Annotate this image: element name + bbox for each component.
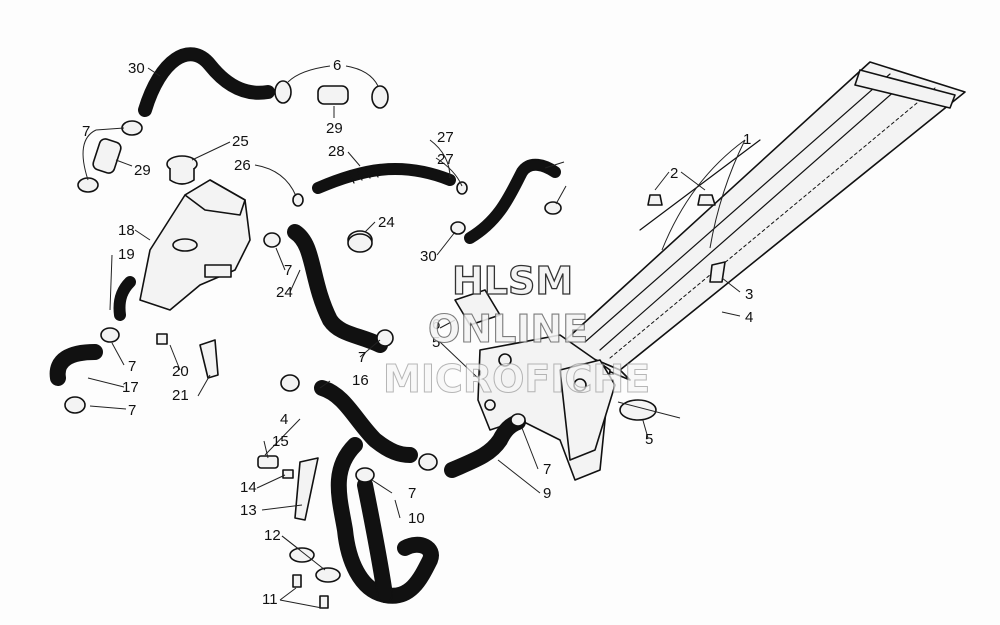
tunnel-heat-exchanger <box>559 61 966 381</box>
callout-5: 5 <box>645 431 653 448</box>
coolant-tank <box>139 179 251 311</box>
callout-6: 6 <box>432 316 440 333</box>
callout-24: 26 <box>234 157 251 174</box>
callout-26: 28 <box>328 143 345 160</box>
hose-18 <box>113 276 136 321</box>
callout-28: 30 <box>128 60 145 77</box>
callout-7: 7 <box>408 485 416 502</box>
callout-7: 7 <box>358 349 366 366</box>
component-5 <box>617 399 681 421</box>
callout-4: 4 <box>280 411 288 428</box>
spring-clamp-22 <box>347 230 373 253</box>
watermark: HLSM ONLINE MICROFICHE <box>383 258 651 401</box>
hose-8 <box>444 414 526 478</box>
front-bulkhead <box>454 289 616 481</box>
hose-connectors-27 <box>92 85 349 174</box>
hose-15 <box>314 380 418 463</box>
radiator-cap <box>166 155 198 185</box>
hose-21 <box>287 224 388 353</box>
callout-1: 1 <box>743 131 751 148</box>
callout-7: 7 <box>82 123 90 140</box>
callout-25: 27 <box>437 129 454 146</box>
callout-7: 6 <box>333 57 341 74</box>
callout-14: 15 <box>272 433 289 450</box>
callout-9: 10 <box>408 510 425 527</box>
callout-16: 17 <box>122 379 139 396</box>
callout-7: 7 <box>284 262 292 279</box>
watermark-line-1: HLSM <box>452 259 573 303</box>
brackets-and-hardware <box>156 194 726 609</box>
callout-4: 4 <box>745 309 753 326</box>
callout-13: 14 <box>240 479 257 496</box>
hose-30 <box>464 158 561 244</box>
callout-11: 12 <box>264 527 281 544</box>
callout-22: 24 <box>378 214 395 231</box>
hose-clamps <box>64 80 562 483</box>
callout-7: 7 <box>128 358 136 375</box>
hose-26 <box>312 163 456 194</box>
watermark-line-3: MICROFICHE <box>383 357 650 401</box>
callout-7: 7 <box>543 461 551 478</box>
callout-12: 13 <box>240 502 257 519</box>
callout-3: 3 <box>745 286 753 303</box>
hose-16 <box>49 344 103 386</box>
callout-10: 11 <box>262 591 278 608</box>
callout-18: 19 <box>118 246 135 263</box>
callout-23: 25 <box>232 133 249 150</box>
callout-21: 24 <box>276 284 293 301</box>
callout-17: 18 <box>118 222 135 239</box>
callout-2: 2 <box>670 165 678 182</box>
callout-labels: 30 6 29 7 29 25 26 27 28 27 30 24 18 19 … <box>82 57 753 608</box>
callout-15: 16 <box>352 372 369 389</box>
callout-20: 21 <box>172 387 189 404</box>
callout-7: 7 <box>128 402 136 419</box>
callout-8: 9 <box>543 485 551 502</box>
hose-28 <box>138 47 275 117</box>
watermark-line-2: ONLINE <box>428 307 588 351</box>
hose-9 <box>330 437 439 604</box>
callout-29: 30 <box>420 248 437 265</box>
leader-lines <box>82 65 746 609</box>
callout-19: 20 <box>172 363 189 380</box>
callout-24: 27 <box>437 151 454 168</box>
callout-27: 29 <box>134 162 151 179</box>
callout-5: 5 <box>432 334 440 351</box>
callout-27: 29 <box>326 120 343 137</box>
